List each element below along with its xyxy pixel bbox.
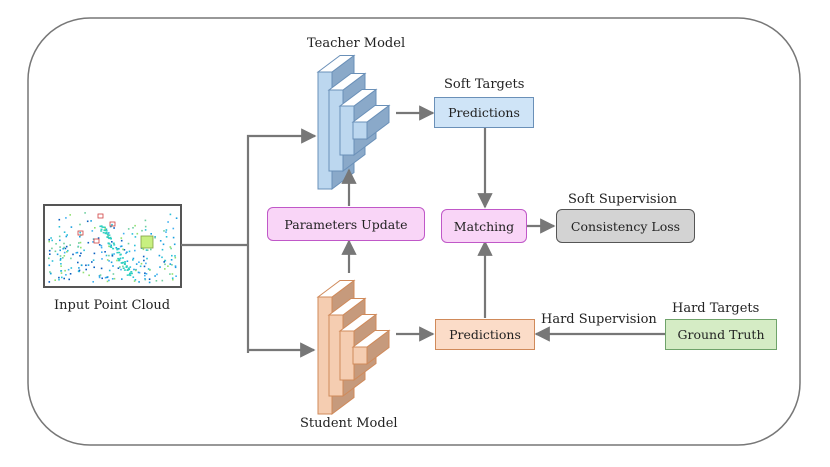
student-model-label: Student Model [300,416,398,431]
teacher-model-stack [316,54,391,190]
student-model-stack [316,279,391,415]
soft-supervision-label: Soft Supervision [568,192,677,207]
student-layer-4 [351,329,391,365]
consistency-loss-box: Consistency Loss [556,209,695,243]
hard-targets-label: Hard Targets [672,301,760,316]
ground-truth-box: Ground Truth [665,319,777,350]
teacher-layer-4 [351,104,391,140]
flow-arrows [341,105,665,342]
outer-frame [27,17,801,446]
teacher-predictions-box: Predictions [434,97,534,128]
input-branch-arrows [181,128,317,358]
teacher-model-label: Teacher Model [307,36,406,51]
student-predictions-box: Predictions [435,319,535,350]
matching-box: Matching [441,209,527,243]
hard-supervision-label: Hard Supervision [541,312,657,327]
point-cloud-image [43,204,182,288]
input-point-cloud-label: Input Point Cloud [54,298,171,313]
parameters-update-box: Parameters Update [267,207,425,241]
soft-targets-label: Soft Targets [444,77,525,92]
